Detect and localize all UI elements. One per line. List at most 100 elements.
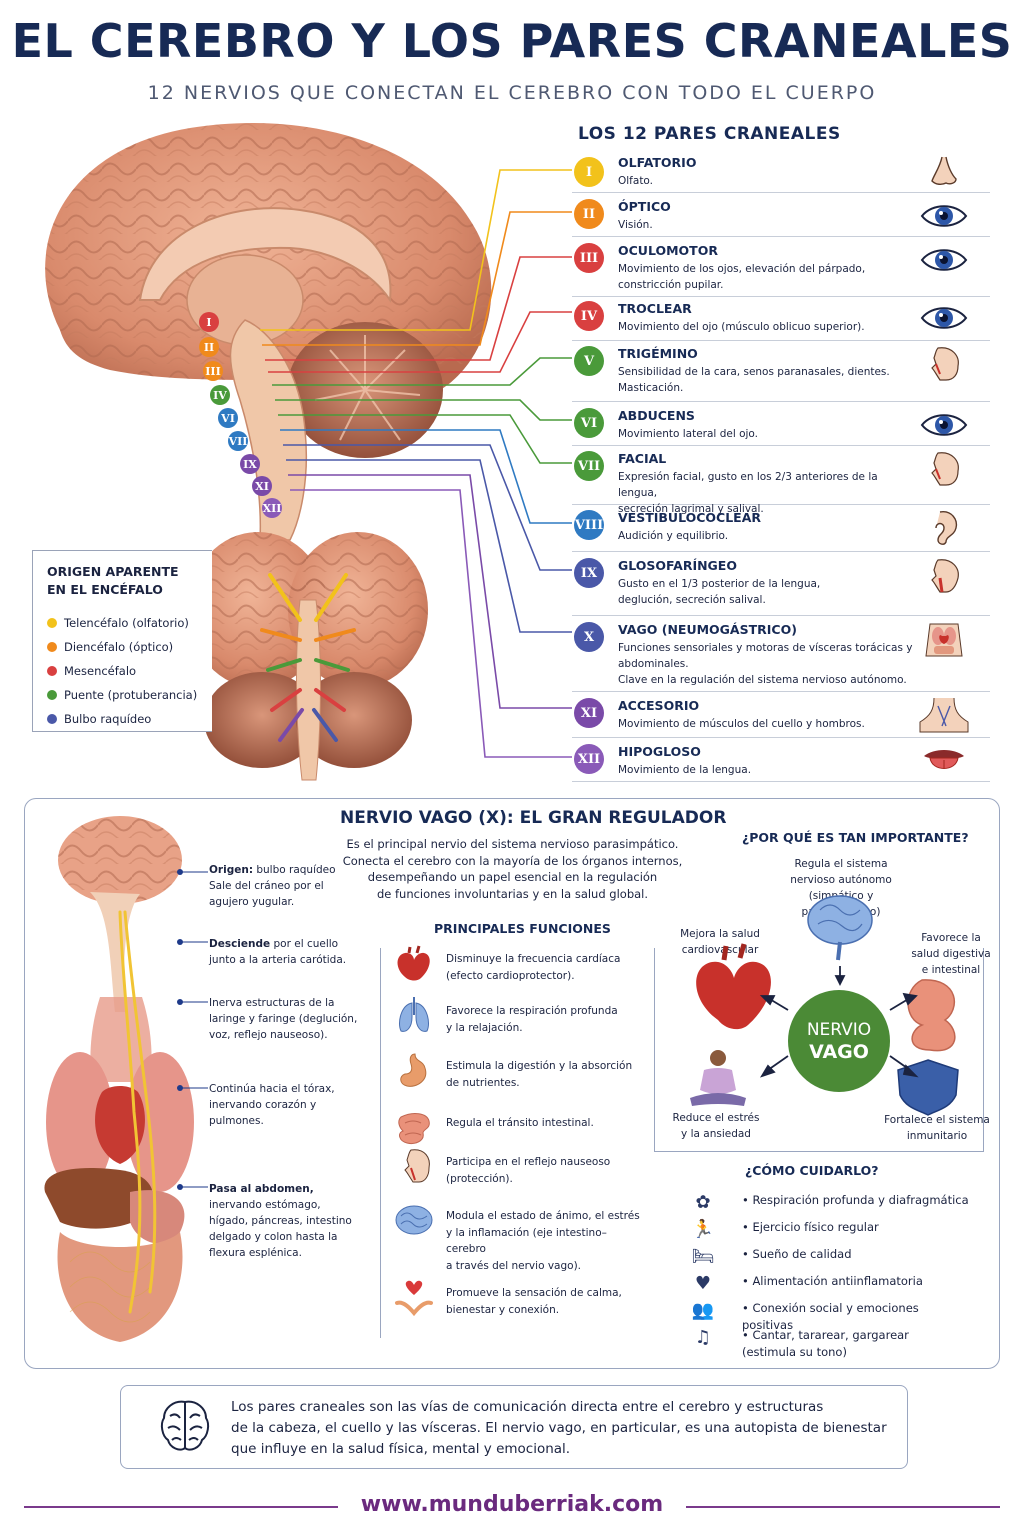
care-item: • Conexión social y emociones positivas [742, 1301, 919, 1332]
care-heading: ¿CÓMO CUIDARLO? [745, 1163, 879, 1178]
intestine-icon [907, 979, 956, 1052]
vagus-path-label: Inerva estructuras de la laringe y farin… [209, 995, 359, 1043]
svg-text:IX: IX [243, 458, 257, 471]
tongue-icon [924, 750, 964, 769]
why-immune-text: Fortalece el sistema inmunitario [884, 1114, 990, 1142]
svg-text:XII: XII [263, 502, 282, 515]
vagus-path-label-bold: Pasa al abdomen, [209, 1183, 314, 1195]
vagus-path-label-text: por el cuello junto a la arteria carótid… [209, 938, 347, 966]
nerve-number-badge: VI [574, 408, 604, 438]
head-icon [404, 1149, 430, 1183]
eye-icon [920, 307, 968, 329]
page-subtitle: 12 NERVIOS QUE CONECTAN EL CEREBRO CON T… [147, 82, 877, 104]
why-stress-text: Reduce el estrés y la ansiedad [672, 1112, 760, 1140]
nerve-name: TRIGÉMINO [618, 346, 698, 361]
nerve-name: HIPOGLOSO [618, 744, 701, 759]
care-item: • Alimentación antiinflamatoria [742, 1274, 923, 1288]
nerve-description: Funciones sensoriales y motoras de vísce… [618, 642, 913, 686]
nerve-number-badge: X [574, 622, 604, 652]
vagus-path-label: Pasa al abdomen, inervando estómago, híg… [209, 1181, 359, 1261]
vagus-path-label-text: Inerva estructuras de la laringe y farin… [209, 997, 358, 1041]
nerve-number-badge: VII [574, 451, 604, 481]
vagus-circle-line2: VAGO [809, 1041, 869, 1063]
nerve-description: Gusto en el 1/3 posterior de la lengua, … [618, 578, 821, 606]
nerve-number-badge: XII [574, 744, 604, 774]
footer-url-link[interactable]: www.munduberriak.com [360, 1492, 664, 1517]
hands-heart-icon [395, 1280, 433, 1317]
footer-line-right [686, 1506, 1000, 1508]
legend-label: Puente (protuberancia) [64, 688, 198, 702]
legend-dot [47, 690, 57, 700]
brain-icon [395, 1205, 433, 1235]
intestine-icon [398, 1113, 430, 1144]
why-diagram-icons [690, 895, 959, 1116]
vagus-path-label-bold: Desciende [209, 938, 271, 950]
nerve-connector-lines [260, 169, 572, 758]
svg-text:II: II [204, 341, 214, 354]
nerve-number-badge: XI [574, 698, 604, 728]
vagus-title: NERVIO VAGO (X): EL GRAN REGULADOR [340, 808, 727, 828]
stomach-icon [400, 1053, 427, 1087]
nerve-number-badge: IX [574, 558, 604, 588]
svg-text:III: III [205, 365, 220, 378]
face-icon [931, 347, 959, 381]
care-item: • Ejercicio físico regular [742, 1220, 879, 1234]
ear-icon [935, 511, 958, 545]
footer-line-left [24, 1506, 338, 1508]
nerve-name: TROCLEAR [618, 301, 692, 316]
nerve-name: GLOSOFARÍNGEO [618, 558, 737, 573]
nerve-name: OLFATORIO [618, 155, 697, 170]
legend-label: Mesencéfalo [64, 664, 137, 678]
heart-icon [397, 945, 430, 981]
function-item: Regula el tránsito intestinal. [446, 1117, 594, 1129]
legend-dot [47, 714, 57, 724]
legend-item: Bulbo raquídeo [47, 707, 212, 731]
eye-icon [920, 414, 968, 436]
people-icon: 👥 [691, 1300, 715, 1321]
nerve-name: FACIAL [618, 451, 667, 466]
nerve-name: ABDUCENS [618, 408, 695, 423]
nerve-number-badge: V [574, 346, 604, 376]
inferior-brain-view [188, 532, 428, 781]
vagus-circle-line1: NERVIO [806, 1020, 872, 1040]
vagus-path-label-text: Continúa hacia el tórax, inervando coraz… [209, 1083, 335, 1127]
function-item: Participa en el reflejo nauseoso (protec… [446, 1156, 611, 1185]
nerve-number-badge: IV [574, 301, 604, 331]
nerve-number-badge: II [574, 199, 604, 229]
heart-shield-icon: ♥ [694, 1273, 712, 1294]
summary-box [120, 1385, 908, 1469]
eye-icon [920, 249, 968, 271]
nerve-description: Movimiento lateral del ojo. [618, 428, 758, 440]
care-item: • Cantar, tararear, gargarear (estimula … [742, 1328, 909, 1359]
nerve-number-badge: III [574, 243, 604, 273]
vagus-path-label: Origen: bulbo raquídeo Sale del cráneo p… [209, 862, 359, 910]
nerve-description: Expresión facial, gusto en los 2/3 anter… [618, 471, 878, 515]
nerve-name: ÓPTICO [618, 199, 671, 214]
care-item: • Respiración profunda y diafragmática [742, 1193, 969, 1207]
legend-label: Diencéfalo (óptico) [64, 640, 174, 654]
face-icon [931, 452, 959, 486]
nerve-description: Audición y equilibrio. [618, 530, 729, 542]
nose-icon [931, 156, 957, 186]
sagittal-brain [45, 122, 492, 541]
functions-divider [380, 948, 381, 1338]
nerve-name: OCULOMOTOR [618, 243, 718, 258]
care-item: • Sueño de calidad [742, 1247, 852, 1261]
svg-text:XI: XI [255, 480, 269, 493]
svg-text:I: I [206, 316, 211, 329]
vagus-path-label: Desciende por el cuello junto a la arter… [209, 936, 359, 968]
nerve-name: ACCESORIO [618, 698, 700, 713]
legend-item: Puente (protuberancia) [47, 683, 212, 707]
svg-text:IV: IV [213, 389, 227, 402]
nerve-number-badge: I [574, 157, 604, 187]
summary-text: Los pares craneales son las vías de comu… [231, 1399, 887, 1457]
vagus-anatomy-illustration [44, 816, 208, 1342]
legend-dot [47, 642, 57, 652]
